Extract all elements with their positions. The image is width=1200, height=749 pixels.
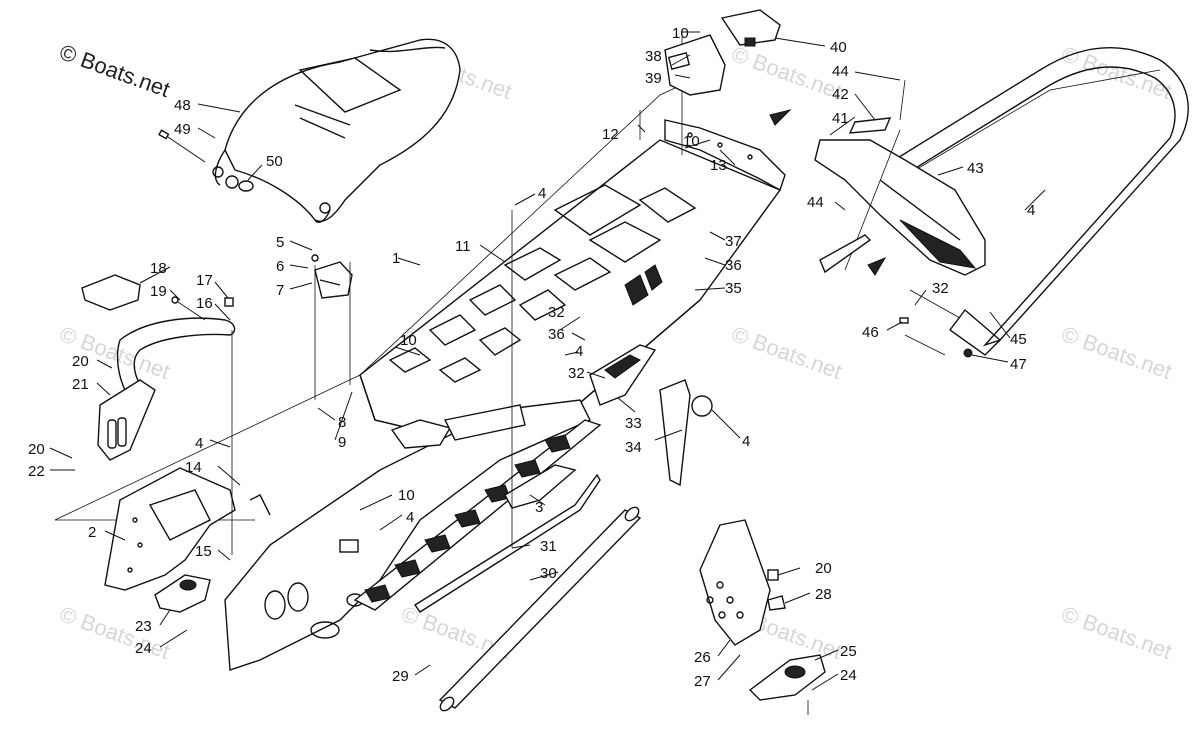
- callout-8: 8: [338, 414, 346, 431]
- callout-10: 10: [400, 332, 417, 349]
- callout-44: 44: [807, 194, 824, 211]
- watermark-repeat: © Boats.net: [56, 601, 173, 664]
- callout-44: 44: [832, 63, 849, 80]
- callout-28: 28: [815, 586, 832, 603]
- callout-24: 24: [840, 667, 857, 684]
- callout-36: 36: [548, 326, 565, 343]
- callout-10: 10: [683, 133, 700, 150]
- callout-32: 32: [932, 280, 949, 297]
- callout-20: 20: [28, 441, 45, 458]
- callout-13: 13: [710, 157, 727, 174]
- decal-illustration: [819, 79, 906, 276]
- callout-4: 4: [195, 435, 203, 452]
- callout-15: 15: [195, 543, 212, 560]
- callout-10: 10: [398, 487, 415, 504]
- callout-27: 27: [694, 673, 711, 690]
- leader-lines: [49, 31, 1046, 691]
- front-bracket-illustration: [104, 330, 236, 591]
- callout-33: 33: [625, 415, 642, 432]
- callout-9: 9: [338, 434, 346, 451]
- callout-45: 45: [1010, 331, 1027, 348]
- rail-bracket-illustration: [504, 344, 713, 509]
- callout-5: 5: [276, 234, 284, 251]
- callout-20: 20: [72, 353, 89, 370]
- watermark-repeat: © Boats.net: [728, 41, 845, 104]
- seat-fasteners: [158, 129, 254, 192]
- right-footrest-illustration: [699, 519, 786, 646]
- callout-14: 14: [185, 459, 202, 476]
- callout-47: 47: [1010, 356, 1027, 373]
- callout-4: 4: [575, 343, 583, 360]
- callout-35: 35: [725, 280, 742, 297]
- callout-23: 23: [135, 618, 152, 635]
- seat-bracket-illustration: [311, 254, 353, 400]
- callout-36: 36: [725, 257, 742, 274]
- callout-6: 6: [276, 258, 284, 275]
- callout-22: 22: [28, 463, 45, 480]
- right-lower-shield-illustration: [748, 654, 826, 715]
- callout-4: 4: [1027, 202, 1035, 219]
- callout-4: 4: [406, 509, 414, 526]
- watermark-repeat: © Boats.net: [728, 321, 845, 384]
- callout-4: 4: [538, 185, 546, 202]
- watermark-main: © Boats.net: [56, 39, 173, 102]
- callout-2: 2: [88, 524, 96, 541]
- rear-bumper-illustration: [869, 46, 1189, 356]
- callout-25: 25: [840, 643, 857, 660]
- callout-34: 34: [625, 439, 642, 456]
- tunnel-side-illustration: [224, 399, 591, 671]
- tunnel-top-illustration: [359, 139, 782, 446]
- snowflap-illustration: [814, 139, 986, 276]
- callout-38: 38: [645, 48, 662, 65]
- callout-24: 24: [135, 640, 152, 657]
- callout-32: 32: [548, 304, 565, 321]
- callout-16: 16: [196, 295, 213, 312]
- callout-10: 10: [672, 25, 689, 42]
- callout-42: 42: [832, 86, 849, 103]
- callout-17: 17: [196, 272, 213, 289]
- callout-20: 20: [815, 560, 832, 577]
- callout-3: 3: [535, 499, 543, 516]
- callout-32: 32: [568, 365, 585, 382]
- callout-41: 41: [832, 110, 849, 127]
- callout-19: 19: [150, 283, 167, 300]
- callout-43: 43: [967, 160, 984, 177]
- rear-bumper-hardware: [899, 289, 973, 358]
- callout-4: 4: [742, 433, 750, 450]
- callout-7: 7: [276, 282, 284, 299]
- callout-11: 11: [455, 238, 471, 255]
- watermark-repeat: © Boats.net: [1058, 321, 1175, 384]
- callout-49: 49: [174, 121, 191, 138]
- lower-shield-illustration: [154, 574, 211, 613]
- rail-rod-illustration: [413, 210, 642, 712]
- callout-48: 48: [174, 97, 191, 114]
- callout-26: 26: [694, 649, 711, 666]
- callout-18: 18: [150, 260, 167, 277]
- left-bracket-illustration: [81, 274, 236, 461]
- callout-21: 21: [72, 376, 89, 393]
- seat-illustration: [212, 38, 461, 223]
- running-board-illustration: [353, 404, 602, 611]
- callout-39: 39: [645, 70, 662, 87]
- callout-30: 30: [540, 565, 557, 582]
- callout-50: 50: [266, 153, 283, 170]
- callout-labels: 1 2 3 4 4 4 4 4 4 5 6 7 8 9 10 10 10 10 …: [28, 25, 1035, 690]
- callout-12: 12: [602, 126, 619, 143]
- callout-1: 1: [392, 250, 400, 267]
- callout-37: 37: [725, 233, 742, 250]
- callout-29: 29: [392, 668, 409, 685]
- callout-40: 40: [830, 39, 847, 56]
- callout-31: 31: [540, 538, 557, 555]
- watermark-repeat: © Boats.net: [1058, 601, 1175, 664]
- taillight-illustration: [664, 9, 781, 96]
- callout-46: 46: [862, 324, 879, 341]
